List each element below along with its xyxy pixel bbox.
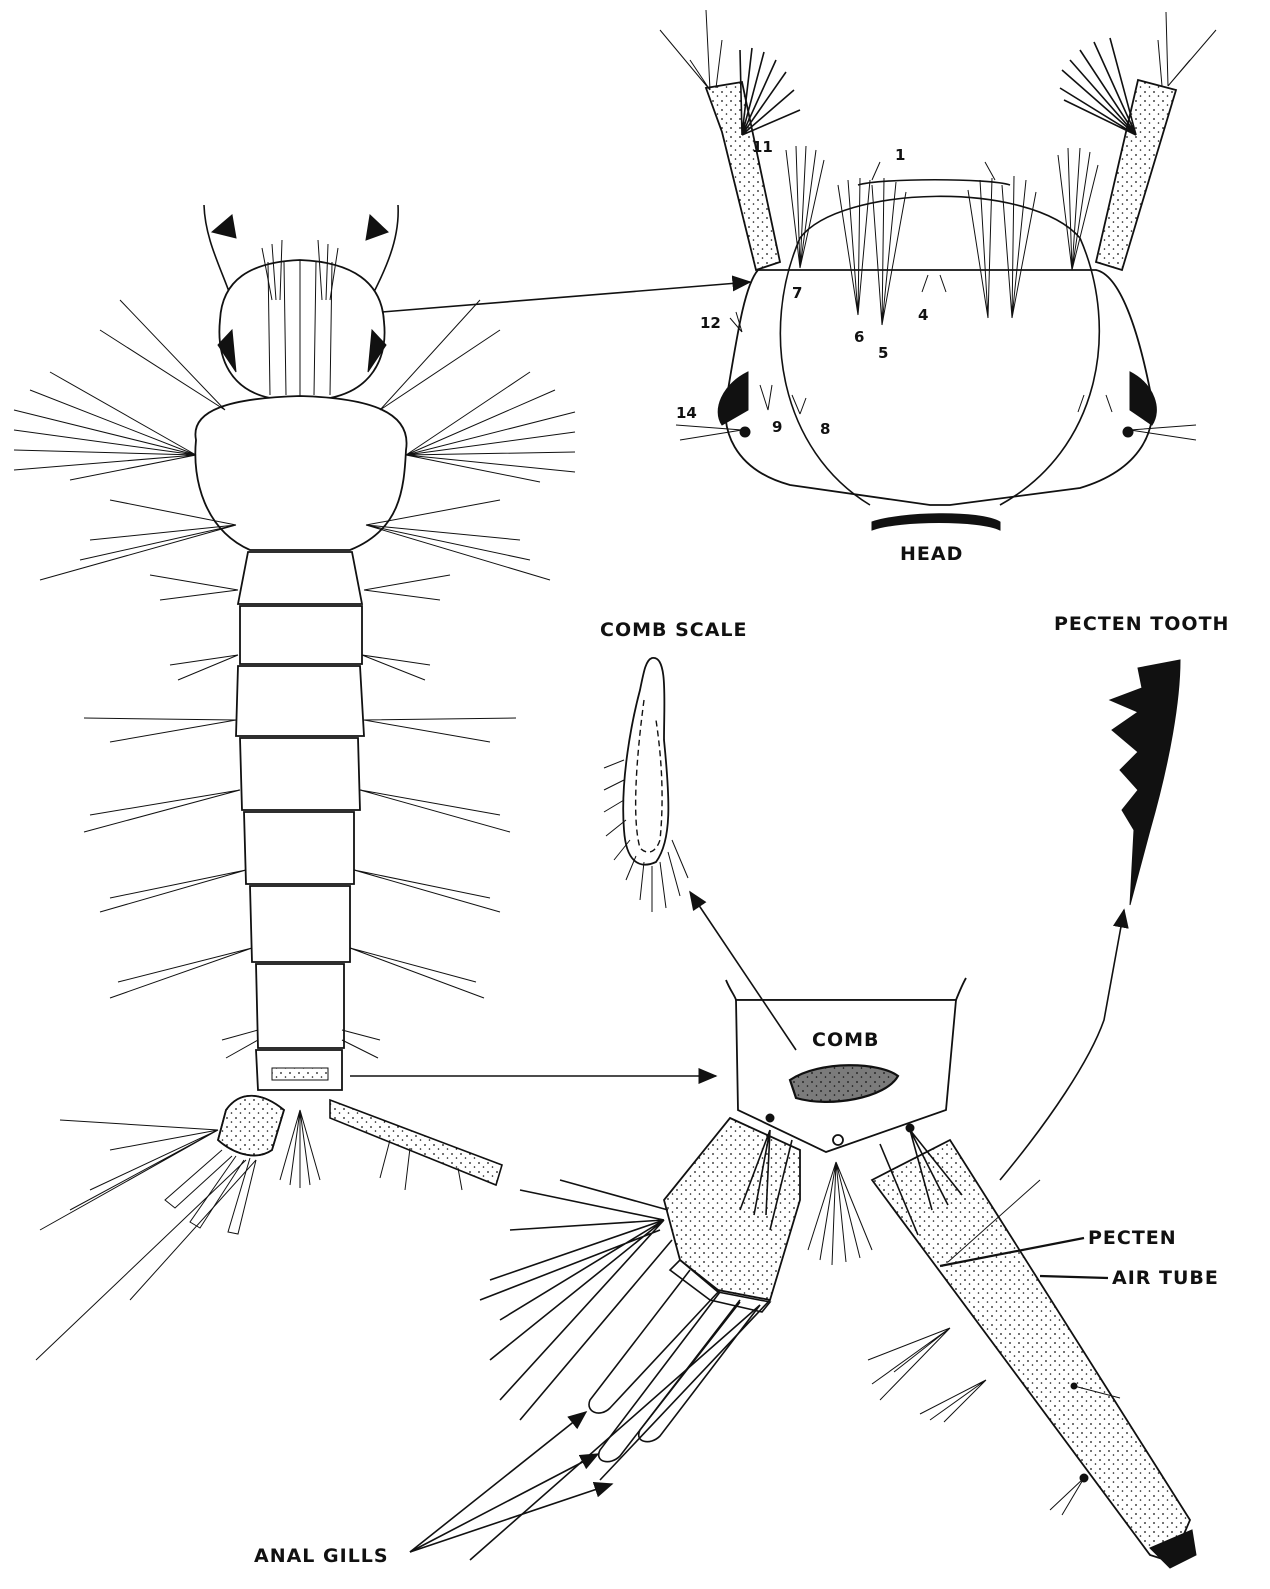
head-right-antenna [1096,80,1176,270]
terminal-segments-detail: COMB [254,978,1219,1568]
anal-gills-pointers [410,1412,612,1552]
full-larva [14,205,575,1360]
head-capsule [725,270,1152,505]
head-detail: 1 4 5 6 7 8 9 11 12 14 HEAD [660,10,1216,565]
saddle-tuft [480,1180,672,1420]
ventral-brush [808,1162,872,1265]
pecten-tooth-detail: PECTEN TOOTH [1054,613,1229,905]
hair-number-8: 8 [820,420,830,438]
air-tube [872,1140,1190,1562]
hair-number-1: 1 [895,146,905,164]
larva-head [219,260,384,398]
comb-scale-detail: COMB SCALE [600,619,748,912]
larva-abdomen [236,552,364,1090]
head-label: HEAD [900,543,963,565]
anal-saddle [664,1118,800,1300]
hair-number-6: 6 [854,328,864,346]
hair-number-9: 9 [772,418,782,436]
hair-number-4: 4 [918,306,928,324]
hair-number-12: 12 [700,314,721,332]
comb-scale-label: COMB SCALE [600,619,748,641]
antenna-tip-setae [660,10,1216,90]
air-tube-label: AIR TUBE [1112,1267,1219,1289]
pecten-tooth-label: PECTEN TOOTH [1054,613,1229,635]
comb-label: COMB [812,1029,880,1051]
larva-air-tube [330,1100,502,1185]
head-left-antenna [706,82,780,270]
anal-gills-label: ANAL GILLS [254,1545,389,1567]
larva-right-antenna-brush [366,215,388,240]
head-collar [872,514,1000,530]
pecten-tooth-shape [1110,660,1180,905]
hair-number-11: 11 [752,138,773,156]
hair-number-14: 14 [676,404,697,422]
antenna-fan-setae [740,38,1136,135]
hair-number-7: 7 [792,284,802,302]
air-tube-pointer [1040,1276,1108,1278]
arrow-to-pecten-tooth [1000,910,1124,1180]
head-seta-14-base [740,427,750,437]
larva-left-antenna-brush [212,215,236,238]
pecten-label: PECTEN [1088,1227,1177,1249]
arrow-to-head [382,282,750,312]
larva-comb [272,1068,328,1080]
comb-scale-shape [623,658,668,865]
hair-number-5: 5 [878,344,888,362]
